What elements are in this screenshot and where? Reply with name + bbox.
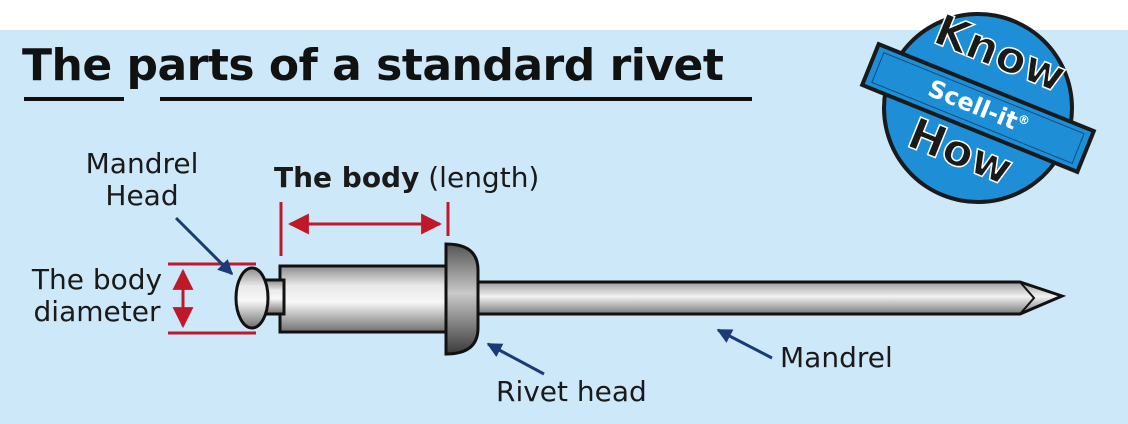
mandrel-shaft: [468, 280, 1067, 316]
page-title: The parts of a standard rivet: [22, 40, 724, 91]
body-diameter-label-line2: diameter: [33, 295, 161, 328]
body-length-label: The body (length): [274, 162, 539, 194]
mandrel-head-label: Mandrel Head: [72, 148, 212, 212]
body-length-dimension: [279, 202, 450, 256]
pointer-arrows: [174, 216, 773, 376]
body-diameter-label: The body diameter: [22, 264, 172, 328]
rivet-body: [278, 264, 452, 334]
body-diameter-dimension: [168, 262, 256, 335]
mandrel-label: Mandrel: [780, 341, 893, 374]
title-underline-1: [24, 97, 124, 101]
body-length-label-rest: (length): [419, 161, 540, 194]
mandrel-head: [234, 266, 286, 330]
know-how-badge: [859, 11, 1097, 204]
rivet-head: [444, 242, 480, 356]
mandrel-head-label-line1: Mandrel: [85, 147, 199, 180]
rivet-head-label: Rivet head: [496, 375, 647, 408]
mandrel-head-label-line2: Head: [105, 179, 179, 212]
title-underline-2: [160, 97, 752, 101]
body-diameter-label-line1: The body: [31, 263, 163, 296]
body-length-label-bold: The body: [274, 161, 420, 194]
